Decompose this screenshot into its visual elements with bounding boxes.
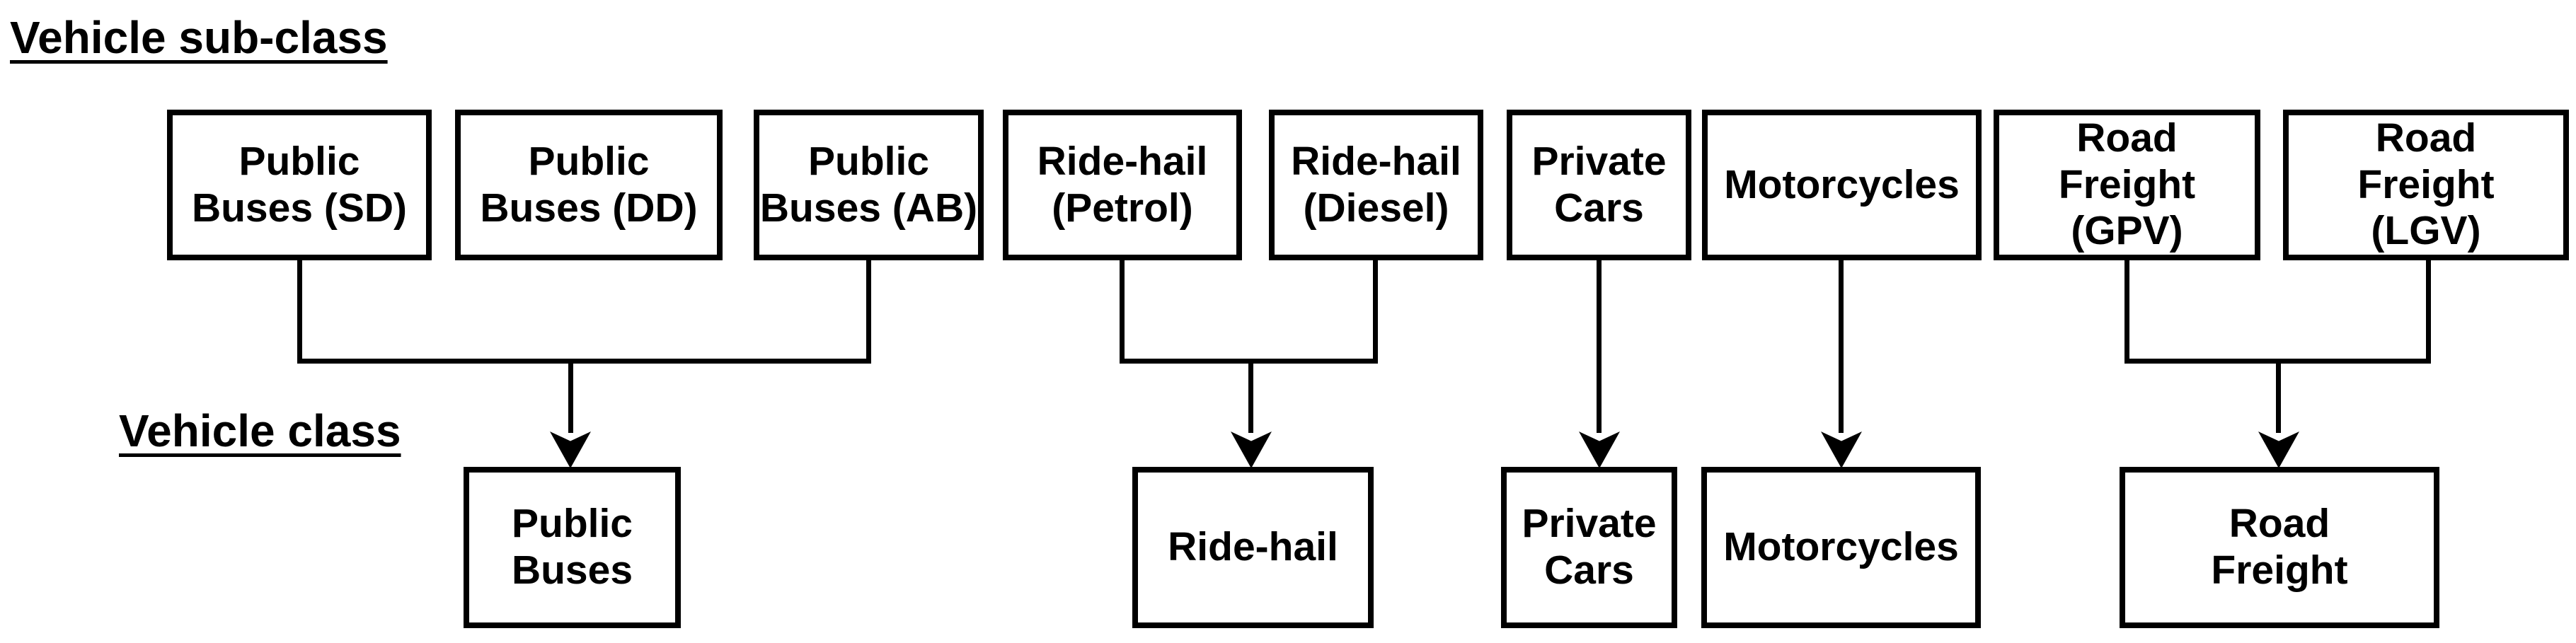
ride-hail-arrowhead-icon [1231, 431, 1272, 468]
public-buses-connector-bracket [297, 359, 871, 364]
private-cars-arrowhead-icon [1579, 431, 1620, 468]
vehicle-class-heading: Vehicle class [119, 405, 401, 456]
road-freight-arrowhead-icon [2258, 431, 2299, 468]
subclass-box-road-freight-gpv-label: Road Freight (GPV) [2058, 115, 2196, 254]
ride-hail-connector-right-stub [1373, 258, 1378, 364]
subclass-box-public-buses-ab-label: Public Buses (AB) [759, 138, 978, 231]
class-box-motorcycles-label: Motorcycles [1723, 524, 1959, 570]
subclass-box-private-cars: Private Cars [1507, 110, 1691, 260]
class-box-ride-hail: Ride-hail [1132, 467, 1374, 628]
subclass-box-motorcycles-label: Motorcycles [1724, 161, 1960, 207]
public-buses-connector-left-stub [297, 258, 302, 364]
subclass-box-motorcycles: Motorcycles [1702, 110, 1982, 260]
class-box-motorcycles: Motorcycles [1701, 467, 1981, 628]
road-freight-connector-bracket [2124, 359, 2431, 364]
subclass-box-public-buses-sd: Public Buses (SD) [167, 110, 432, 260]
public-buses-connector-right-stub [866, 258, 871, 364]
subclass-box-public-buses-sd-label: Public Buses (SD) [191, 138, 408, 231]
class-box-ride-hail-label: Ride-hail [1168, 524, 1338, 570]
ride-hail-arrow-shaft [1248, 364, 1253, 433]
subclass-box-public-buses-dd-label: Public Buses (DD) [480, 138, 698, 231]
ride-hail-connector-left-stub [1120, 258, 1125, 364]
motorcycles-arrow-shaft [1839, 258, 1844, 433]
subclass-box-ride-hail-diesel-label: Ride-hail (Diesel) [1291, 138, 1461, 231]
subclass-box-road-freight-gpv: Road Freight (GPV) [1994, 110, 2260, 260]
vehicle-subclass-heading: Vehicle sub-class [10, 12, 388, 63]
class-box-private-cars: Private Cars [1501, 467, 1677, 628]
class-box-private-cars-label: Private Cars [1522, 501, 1657, 593]
class-box-public-buses-label: Public Buses [511, 501, 633, 593]
road-freight-connector-left-stub [2124, 258, 2129, 364]
subclass-box-public-buses-ab: Public Buses (AB) [754, 110, 984, 260]
private-cars-arrow-shaft [1597, 258, 1602, 433]
subclass-box-private-cars-label: Private Cars [1531, 138, 1667, 231]
subclass-box-public-buses-dd: Public Buses (DD) [455, 110, 723, 260]
road-freight-arrow-shaft [2276, 364, 2281, 433]
class-box-road-freight: Road Freight [2120, 467, 2439, 628]
motorcycles-arrowhead-icon [1821, 431, 1862, 468]
class-box-public-buses: Public Buses [464, 467, 681, 628]
road-freight-connector-right-stub [2426, 258, 2431, 364]
class-box-road-freight-label: Road Freight [2211, 501, 2348, 593]
subclass-box-road-freight-lgv: Road Freight (LGV) [2283, 110, 2569, 260]
public-buses-arrow-shaft [568, 364, 573, 433]
subclass-box-ride-hail-petrol-label: Ride-hail (Petrol) [1037, 138, 1208, 231]
ride-hail-connector-bracket [1120, 359, 1378, 364]
subclass-box-ride-hail-petrol: Ride-hail (Petrol) [1003, 110, 1242, 260]
public-buses-arrowhead-icon [550, 431, 591, 468]
subclass-box-road-freight-lgv-label: Road Freight (LGV) [2357, 115, 2495, 254]
subclass-box-ride-hail-diesel: Ride-hail (Diesel) [1269, 110, 1483, 260]
